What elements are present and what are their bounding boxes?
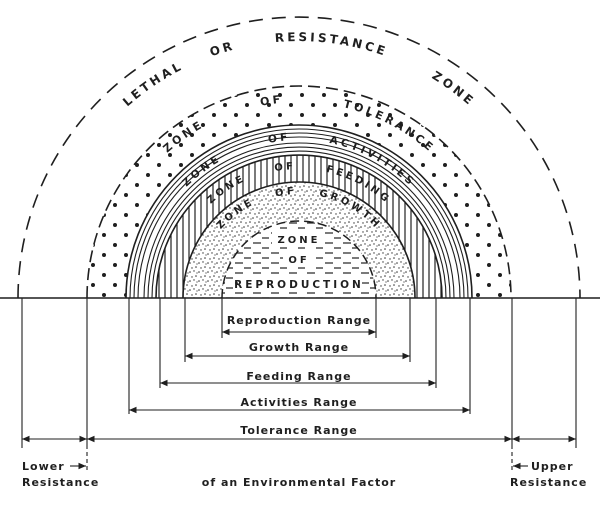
- svg-text:REPRODUCTION: REPRODUCTION: [234, 279, 364, 291]
- upper-resistance-label-line2: Resistance: [510, 476, 587, 489]
- svg-text:OF: OF: [288, 255, 309, 266]
- growth-range-label: Growth Range: [249, 341, 349, 354]
- range-labels: Reproduction Range Growth Range Feeding …: [227, 314, 371, 437]
- reproduction-zone-label: ZONE OF REPRODUCTION: [234, 232, 364, 291]
- activities-boundary: [125, 124, 473, 299]
- lower-resistance-label-line2: Resistance: [22, 476, 99, 489]
- zone-fills: [87, 86, 511, 299]
- environmental-factor-label: of an Environmental Factor: [202, 476, 396, 489]
- reproduction-range-label: Reproduction Range: [227, 314, 371, 327]
- lethal-boundary: [17, 16, 581, 299]
- tolerance-boundary: [86, 85, 512, 299]
- footer-labels: Lower Resistance of an Environmental Fac…: [22, 460, 587, 489]
- reproduction-boundary: [221, 220, 377, 299]
- feeding-range-label: Feeding Range: [246, 370, 351, 383]
- activities-range-label: Activities Range: [241, 396, 358, 409]
- lower-resistance-label-line1: Lower: [22, 460, 65, 473]
- upper-resistance-label-line1: Upper: [531, 460, 574, 473]
- svg-text:ZONE: ZONE: [278, 235, 321, 246]
- feeding-boundary: [155, 154, 443, 299]
- range-arrows: [22, 328, 576, 443]
- activities-concentric-lines: [129, 128, 469, 299]
- zone-boundaries: [17, 16, 581, 299]
- tolerance-range-label: Tolerance Range: [240, 424, 357, 437]
- range-drop-lines: [21, 298, 577, 470]
- growth-boundary: [182, 181, 416, 299]
